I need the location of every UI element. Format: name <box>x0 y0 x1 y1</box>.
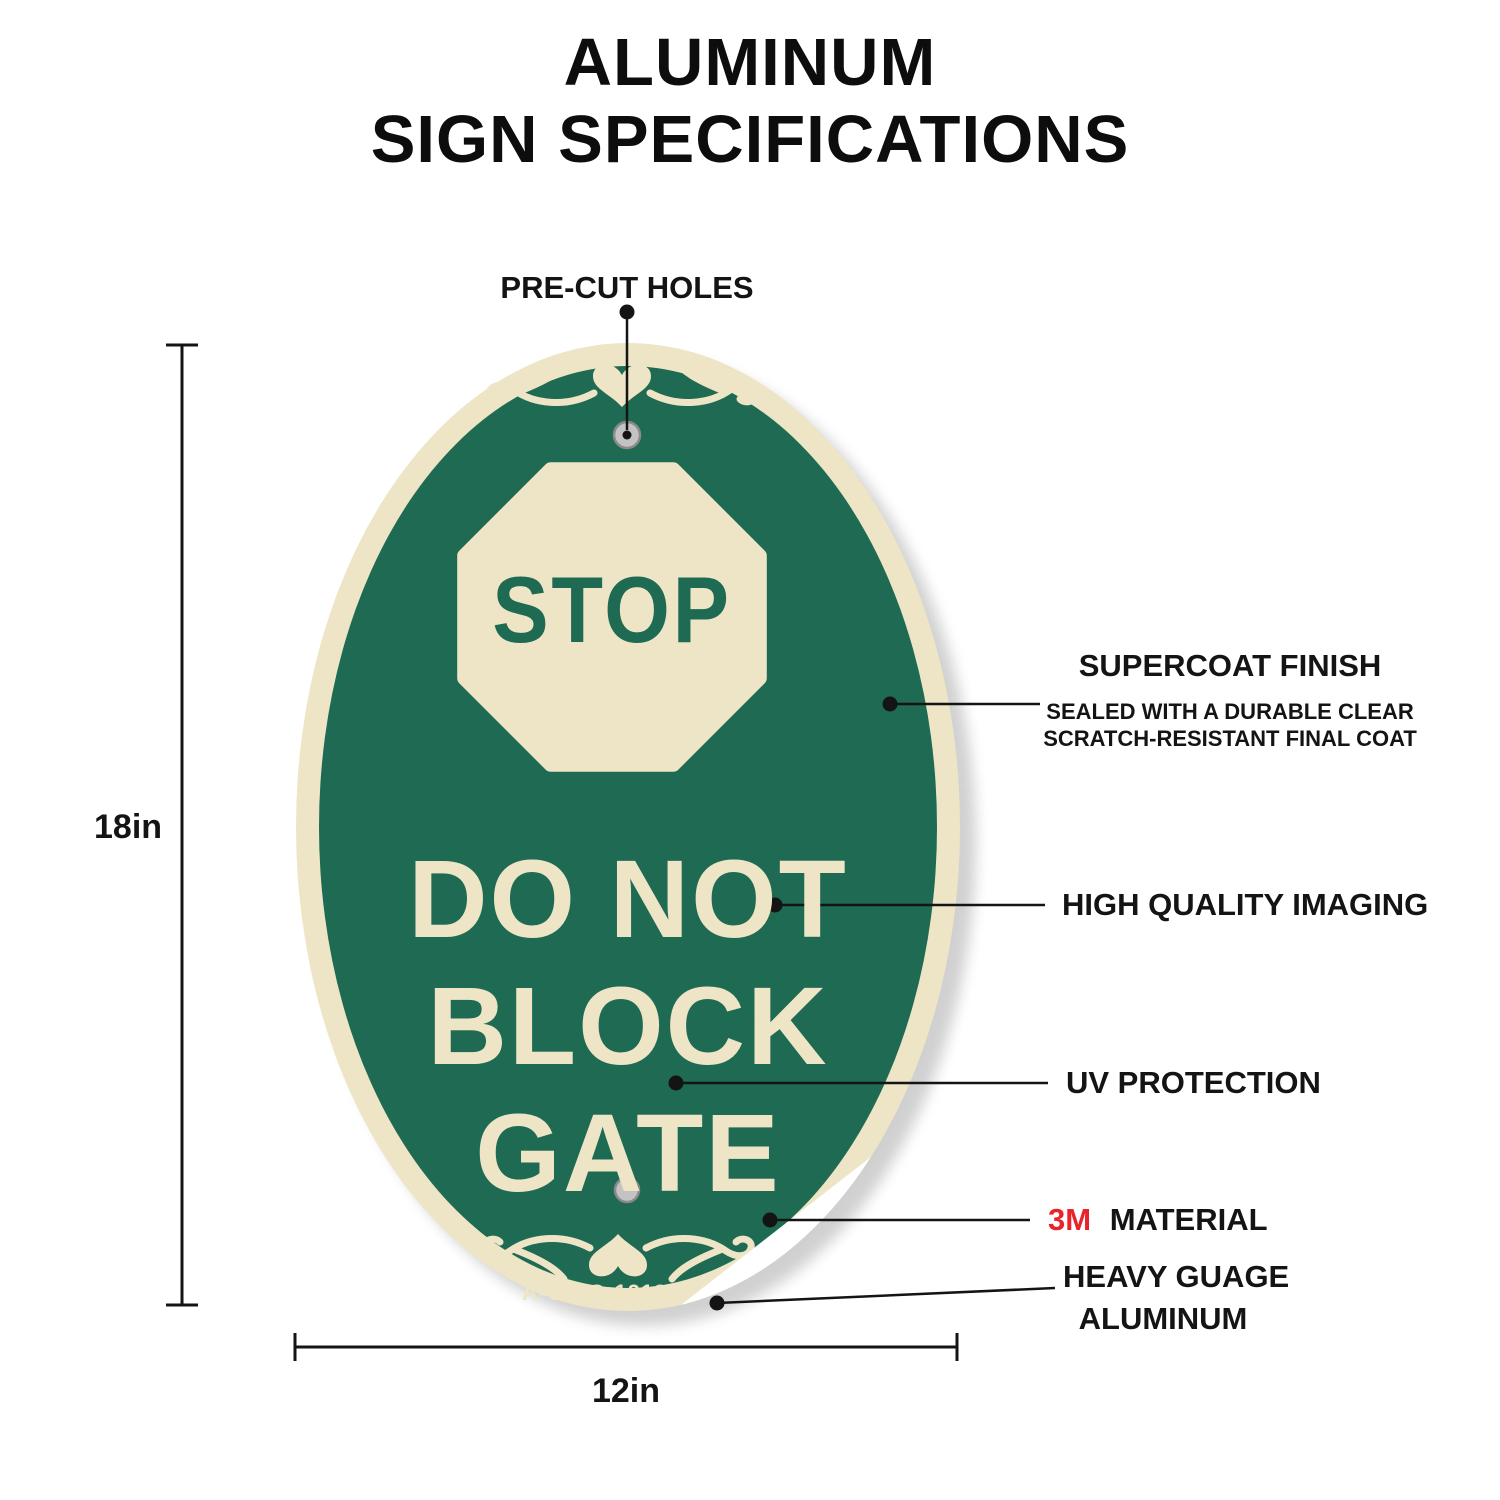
gauge-line1: HEAVY GUAGE <box>1063 1259 1290 1294</box>
precut-holes-label: PRE-CUT HOLES <box>500 270 754 305</box>
gauge-callout-dot <box>709 1295 725 1311</box>
height-dimension-label: 18in <box>94 808 163 846</box>
supercoat-callout: SUPERCOAT FINISH SEALED WITH A DURABLE C… <box>1040 648 1420 752</box>
precut-callout-dot <box>619 304 635 320</box>
precut-hole-bottom <box>613 1176 641 1204</box>
material-label: 3M MATERIAL <box>1048 1202 1268 1238</box>
dimension-lines <box>166 343 959 1361</box>
supercoat-title: SUPERCOAT FINISH <box>1078 648 1382 683</box>
page-title-line2: SIGN SPECIFICATIONS <box>370 102 1130 177</box>
sign-message-line1: DO NOT <box>408 838 848 961</box>
stop-label: STOP <box>492 557 732 662</box>
width-dimension-label: 12in <box>591 1372 661 1410</box>
imaging-callout-dot <box>767 897 783 913</box>
sign-model-number: A-OV-G-1218-22 <box>522 1280 702 1305</box>
stop-octagon-icon <box>457 462 767 772</box>
sign-message-line2: BLOCK <box>427 965 829 1088</box>
gauge-line2: ALUMINUM <box>1078 1301 1248 1336</box>
sign-message: DO NOT BLOCK GATE <box>288 836 968 1217</box>
uv-label: UV PROTECTION <box>1066 1065 1321 1100</box>
uv-callout-dot <box>668 1075 684 1091</box>
gauge-callout-line <box>716 1286 1056 1305</box>
sign-message-line3: GATE <box>475 1092 781 1215</box>
material-brand: 3M <box>1048 1202 1092 1237</box>
page-title-line1: ALUMINUM <box>563 25 937 100</box>
material-rest: MATERIAL <box>1109 1202 1268 1237</box>
gauge-label: HEAVY GUAGE ALUMINUM <box>1063 1256 1290 1340</box>
supercoat-sub2: SCRATCH-RESISTANT FINAL COAT <box>1043 726 1417 751</box>
material-callout-dot <box>762 1212 778 1228</box>
imaging-label: HIGH QUALITY IMAGING <box>1062 887 1429 922</box>
callout-lines <box>625 312 1056 1305</box>
callout-dots <box>619 304 898 1311</box>
supercoat-callout-dot <box>882 696 898 712</box>
supercoat-sub1: SEALED WITH A DURABLE CLEAR <box>1046 699 1414 724</box>
precut-hole-center-dot <box>622 430 632 440</box>
page-title: ALUMINUM SIGN SPECIFICATIONS <box>0 24 1500 178</box>
